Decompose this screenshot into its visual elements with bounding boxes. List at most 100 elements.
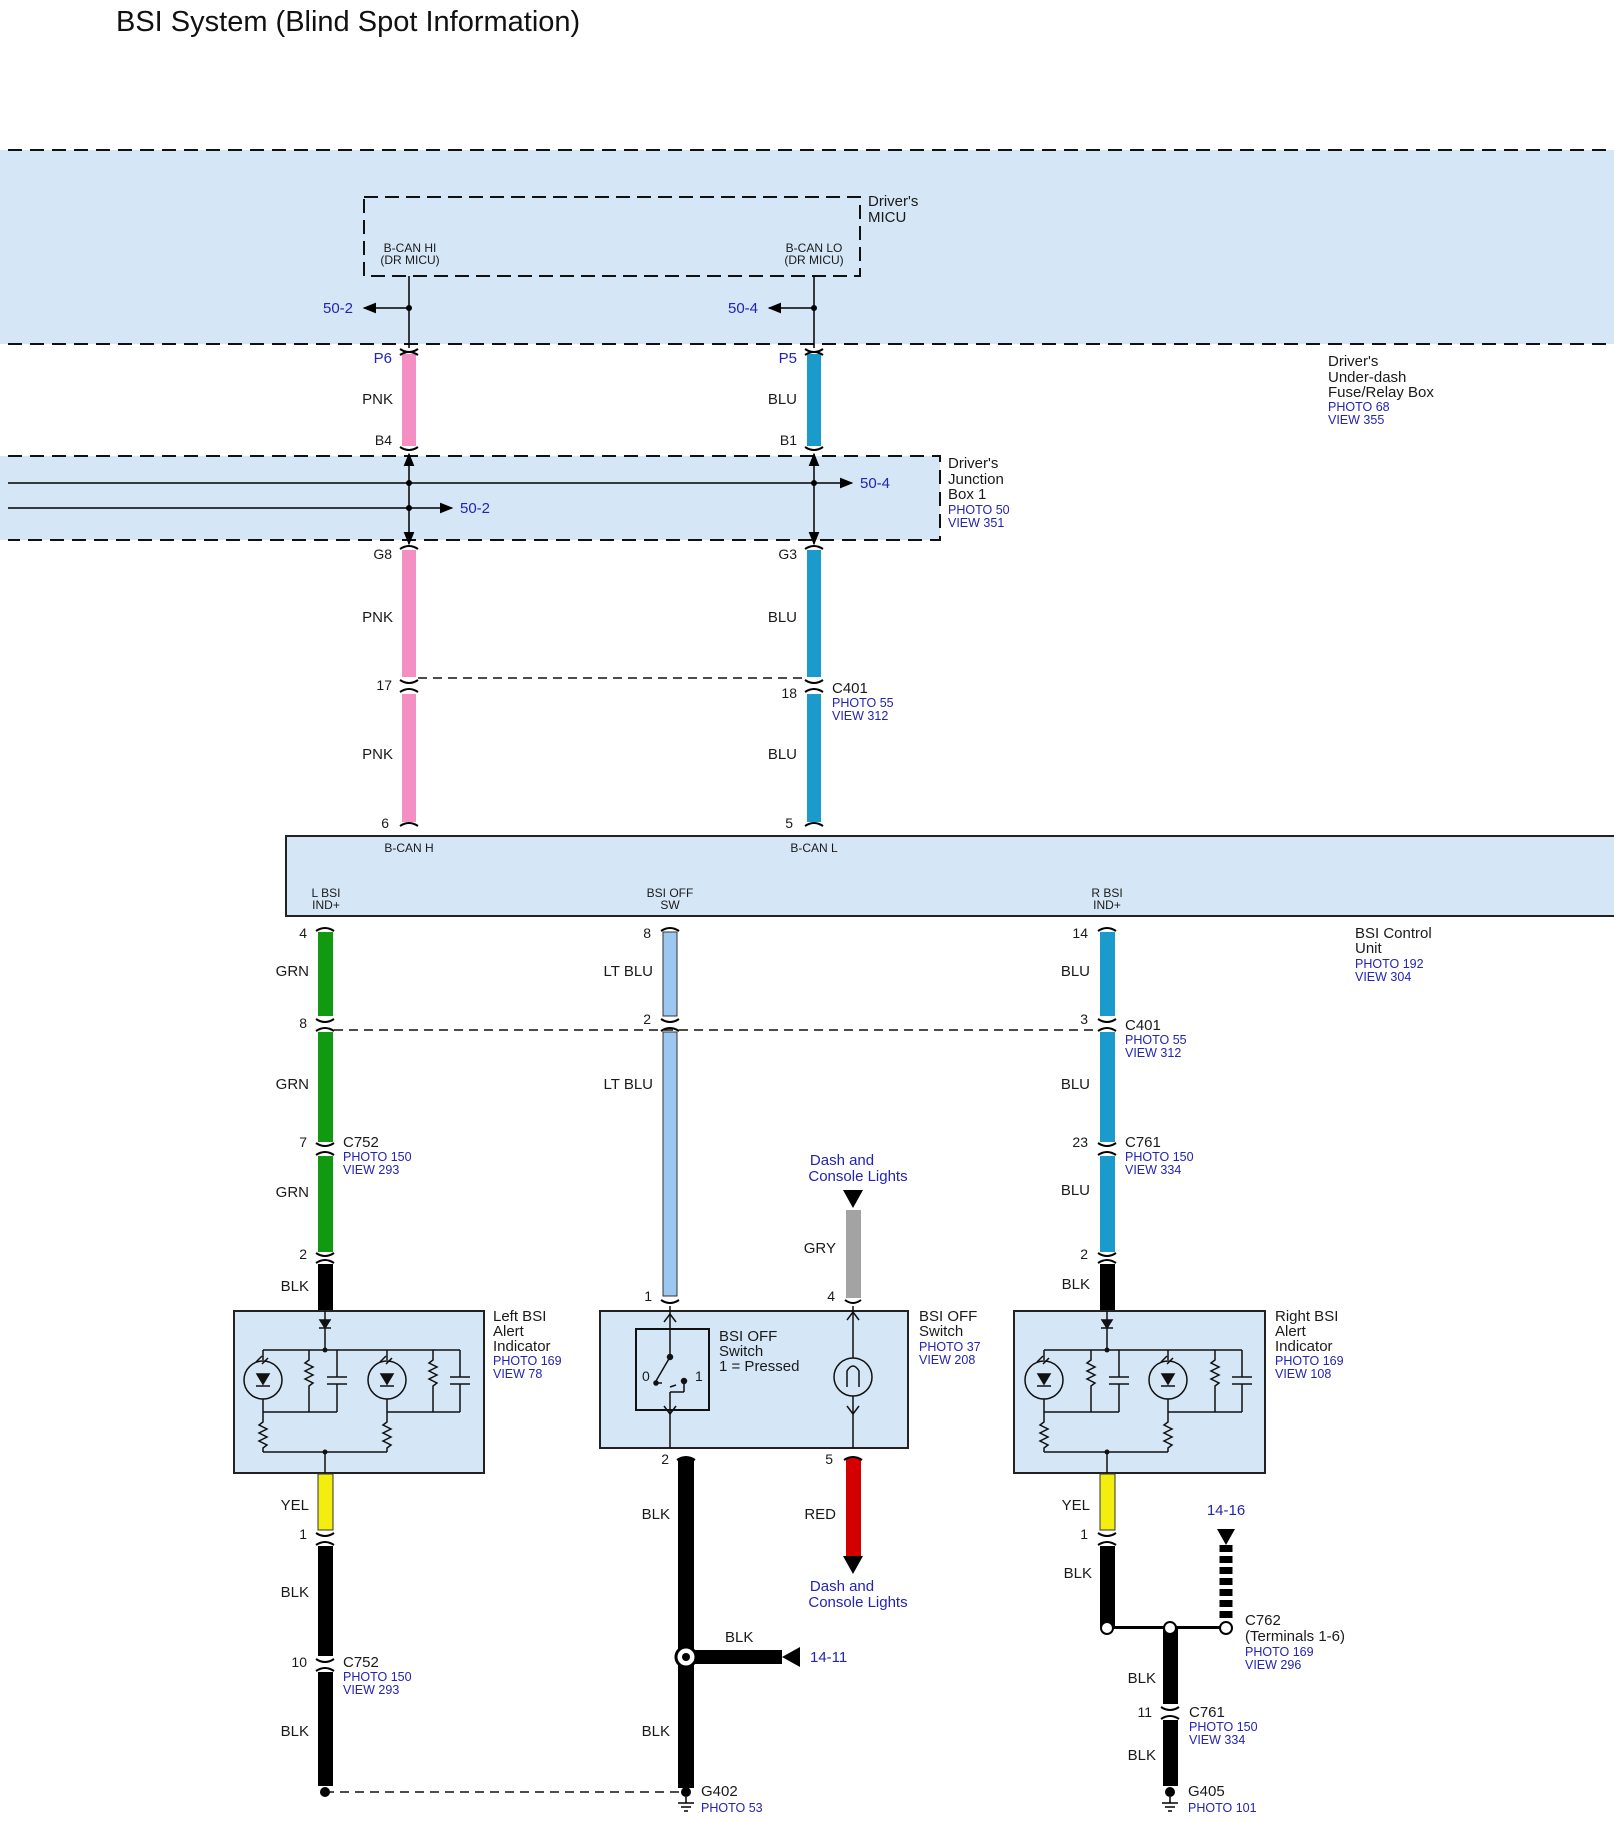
c401-mid-photo[interactable]: PHOTO 55 <box>1125 1033 1187 1047</box>
switch-box-view[interactable]: VIEW 208 <box>919 1353 975 1367</box>
c401-mid-view[interactable]: VIEW 312 <box>1125 1046 1181 1060</box>
right-wire-label-blk-1: BLK <box>1064 1565 1092 1582</box>
c762-photo[interactable]: PHOTO 169 <box>1245 1645 1314 1659</box>
left-ind-name-1: Left BSI <box>493 1308 546 1325</box>
right-circ-node-top <box>1104 1347 1110 1353</box>
wire-blk-left-1 <box>318 1546 333 1656</box>
right-ind-name-3: Indicator <box>1275 1338 1333 1355</box>
cu-out-pin-8: 8 <box>643 925 651 941</box>
right-ind-name-2: Alert <box>1275 1323 1307 1340</box>
wire-label-pnk-3: PNK <box>362 746 393 763</box>
splice-ref[interactable]: 14-11 <box>810 1649 847 1666</box>
jb-name-1: Driver's <box>948 455 998 472</box>
left-circ-res-3 <box>257 1412 269 1452</box>
c401-top-view[interactable]: VIEW 312 <box>832 709 888 723</box>
left-ind-name-2: Alert <box>493 1323 525 1340</box>
right-lower: YEL 1 BLK 14-16 C762 (Terminals 1-6) PHO… <box>1062 1497 1345 1815</box>
switch-label-3: 1 = Pressed <box>719 1358 799 1375</box>
cu-bcan-l: B-CAN L <box>790 841 838 855</box>
ground-left-node <box>320 1787 330 1797</box>
cu-pin-5: 5 <box>785 815 793 831</box>
right-ind-photo[interactable]: PHOTO 169 <box>1275 1354 1344 1368</box>
conn-mark-c401-top-right <box>804 679 824 693</box>
c752b-view[interactable]: VIEW 293 <box>343 1683 399 1697</box>
dash-top-label-1[interactable]: Dash and <box>810 1152 874 1169</box>
fuse-pin-p6: P6 <box>374 350 392 367</box>
wire-label-pnk-1: PNK <box>362 391 393 408</box>
fuse-box-name-3: Fuse/Relay Box <box>1328 384 1434 401</box>
c752-pin-7: 7 <box>299 1134 307 1150</box>
dash-bottom-label-1[interactable]: Dash and <box>810 1578 874 1595</box>
right-circ-res-3 <box>1038 1412 1050 1452</box>
switch-box-photo[interactable]: PHOTO 37 <box>919 1340 981 1354</box>
wire-ltblu-seg2 <box>662 1031 678 1297</box>
cu-off-1: BSI OFF <box>647 886 694 900</box>
jb-view[interactable]: VIEW 351 <box>948 516 1004 530</box>
right-ind-view[interactable]: VIEW 108 <box>1275 1367 1331 1381</box>
fuse-box-fill <box>0 150 1614 344</box>
ground-g405-photo[interactable]: PHOTO 101 <box>1188 1801 1257 1815</box>
dash-lights-input: Dash and Console Lights GRY <box>804 1152 908 1298</box>
switch-contacts <box>653 1306 688 1448</box>
c752b-photo[interactable]: PHOTO 150 <box>343 1670 412 1684</box>
micu-ref-right[interactable]: 50-4 <box>728 300 758 317</box>
right-circ-diode-top <box>1100 1319 1114 1330</box>
splice-wire-label: BLK <box>725 1629 753 1646</box>
cu-pin-6: 6 <box>381 815 389 831</box>
left-ind-photo[interactable]: PHOTO 169 <box>493 1354 562 1368</box>
conn-mark-c401-mid-mid <box>660 1018 680 1032</box>
fuse-box-view[interactable]: VIEW 355 <box>1328 413 1384 427</box>
c761-photo[interactable]: PHOTO 150 <box>1125 1150 1194 1164</box>
right-circ-res-1 <box>1085 1350 1097 1412</box>
right-wire-label-yel: YEL <box>1062 1497 1090 1514</box>
wire-red <box>846 1458 861 1558</box>
mid-wire-label-2: LT BLU <box>604 1076 653 1093</box>
c752-photo[interactable]: PHOTO 150 <box>343 1150 412 1164</box>
fuse-box-photo[interactable]: PHOTO 68 <box>1328 400 1390 414</box>
jb-crossing-left <box>406 480 412 486</box>
cu-photo[interactable]: PHOTO 192 <box>1355 957 1424 971</box>
wire-blu-seg2 <box>807 550 821 677</box>
c752-view[interactable]: VIEW 293 <box>343 1163 399 1177</box>
conn-mark-c401-mid-right <box>1097 1018 1117 1032</box>
wire-label-blu-1: BLU <box>768 391 797 408</box>
wire-pnk-seg2 <box>402 550 416 677</box>
wire-ltblu-seg1 <box>662 931 678 1017</box>
wire-yel-right <box>1099 1473 1116 1531</box>
jb-photo[interactable]: PHOTO 50 <box>948 503 1010 517</box>
splice-branch-wire <box>690 1650 782 1664</box>
c401-top-name: C401 <box>832 680 868 697</box>
conn-mark-cu-out-4 <box>315 927 335 932</box>
c401-top-pin-18: 18 <box>781 685 797 701</box>
ref-14-16[interactable]: 14-16 <box>1207 1502 1245 1519</box>
c401-top-photo[interactable]: PHOTO 55 <box>832 696 894 710</box>
left-wire-label-2: GRN <box>276 1076 309 1093</box>
middle-connector-marks <box>315 927 1117 1304</box>
conn-mark-c761 <box>1097 1142 1117 1156</box>
conn-mark-lamp-4 <box>844 1299 862 1304</box>
dash-bottom-label-2[interactable]: Console Lights <box>808 1594 907 1611</box>
fuse-pin-p5: P5 <box>779 350 797 367</box>
dash-top-label-2[interactable]: Console Lights <box>808 1168 907 1185</box>
c401-top-connector: 17 18 C401 PHOTO 55 VIEW 312 <box>376 677 893 723</box>
cu-view[interactable]: VIEW 304 <box>1355 970 1411 984</box>
conn-mark-switch-2 <box>676 1456 696 1461</box>
wire-blu-seg3 <box>807 694 821 822</box>
wire-label-pnk-2: PNK <box>362 609 393 626</box>
dash-bottom-arrow <box>843 1556 863 1574</box>
left-circ-res-1 <box>303 1350 315 1412</box>
ground-g402-photo[interactable]: PHOTO 53 <box>701 1801 763 1815</box>
c761-pin-23: 23 <box>1072 1134 1088 1150</box>
junction-box-border <box>8 455 941 541</box>
c761b-photo[interactable]: PHOTO 150 <box>1189 1720 1258 1734</box>
micu-ref-left[interactable]: 50-2 <box>323 300 353 317</box>
left-wire-label-3: GRN <box>276 1184 309 1201</box>
jb-ref-upper[interactable]: 50-4 <box>860 475 890 492</box>
upper-connector-marks <box>399 348 824 827</box>
c761-view[interactable]: VIEW 334 <box>1125 1163 1181 1177</box>
c762-view[interactable]: VIEW 296 <box>1245 1658 1301 1672</box>
wire-blk-right-2 <box>1163 1628 1178 1704</box>
jb-ref-lower[interactable]: 50-2 <box>460 500 490 517</box>
left-ind-view[interactable]: VIEW 78 <box>493 1367 542 1381</box>
c761b-view[interactable]: VIEW 334 <box>1189 1733 1245 1747</box>
